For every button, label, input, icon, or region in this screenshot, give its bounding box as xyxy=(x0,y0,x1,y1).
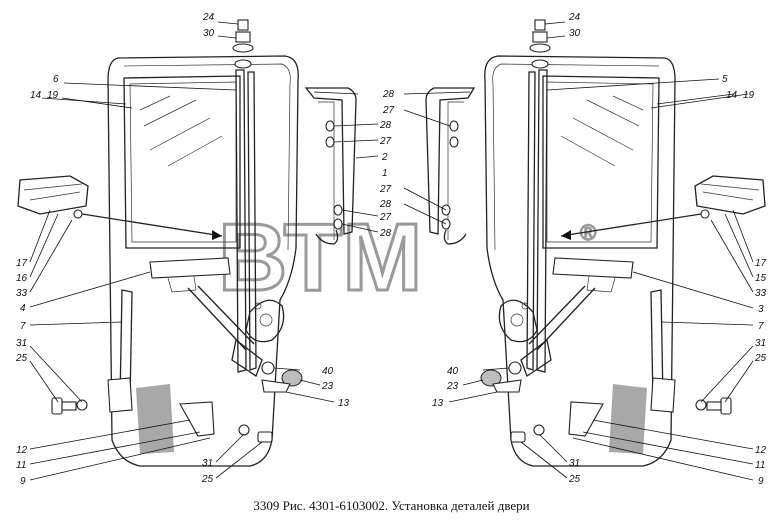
label-28-b: 28 xyxy=(379,120,392,131)
watermark: ВТМ xyxy=(218,204,422,311)
left-door xyxy=(17,19,299,467)
label-28-d: 28 xyxy=(379,228,392,239)
center-right-labels: 40 23 13 31 25 xyxy=(432,366,581,485)
label-25-right: 25 xyxy=(754,353,767,364)
right-door xyxy=(480,19,766,467)
label-40-left: 40 xyxy=(322,366,334,377)
label-27-d: 27 xyxy=(379,212,392,223)
label-27-b: 27 xyxy=(379,136,392,147)
label-2: 2 xyxy=(381,152,388,163)
label-9-left: 9 xyxy=(20,476,26,487)
label-33-left: 33 xyxy=(16,288,28,299)
left-labels: 24 30 6 14 19 17 16 33 4 7 31 25 12 11 9 xyxy=(15,12,215,487)
label-12-right: 12 xyxy=(755,445,767,456)
label-11-right: 11 xyxy=(755,460,765,471)
leader-lines xyxy=(29,21,754,481)
label-30-left: 30 xyxy=(203,28,215,39)
label-25-left: 25 xyxy=(15,353,28,364)
watermark-mark: ® xyxy=(580,220,596,245)
label-19-right: 19 xyxy=(743,90,755,101)
label-31-center-right: 31 xyxy=(569,458,580,469)
label-25-center-left: 25 xyxy=(201,474,214,485)
label-31-center-left: 31 xyxy=(202,458,213,469)
center-left-parts xyxy=(238,361,303,443)
right-labels: 24 30 5 14 19 17 15 33 3 7 31 25 12 11 9 xyxy=(568,12,767,487)
label-7-left: 7 xyxy=(20,321,26,332)
label-40-right: 40 xyxy=(447,366,459,377)
label-14-right: 14 xyxy=(726,90,738,101)
label-27-a: 27 xyxy=(382,105,395,116)
label-31-left: 31 xyxy=(16,338,27,349)
label-3: 3 xyxy=(758,304,764,315)
label-7-right: 7 xyxy=(758,321,764,332)
label-4: 4 xyxy=(20,303,26,314)
strip-labels: 28 27 28 27 2 1 27 28 27 28 xyxy=(379,89,395,239)
label-1: 1 xyxy=(382,168,388,179)
label-5: 5 xyxy=(722,74,728,85)
label-9-right: 9 xyxy=(758,476,764,487)
label-12-left: 12 xyxy=(16,445,28,456)
label-28-a: 28 xyxy=(382,89,395,100)
label-24-right: 24 xyxy=(568,12,581,23)
label-30-right: 30 xyxy=(569,28,581,39)
label-33-right: 33 xyxy=(755,288,767,299)
label-11-left: 11 xyxy=(16,460,26,471)
label-17-right: 17 xyxy=(755,258,767,269)
label-14-left: 14 xyxy=(30,90,42,101)
center-strips xyxy=(304,87,476,245)
label-31-right: 31 xyxy=(755,338,766,349)
label-16: 16 xyxy=(16,273,28,284)
label-6: 6 xyxy=(53,74,59,85)
label-17-left: 17 xyxy=(16,258,28,269)
label-23-right: 23 xyxy=(446,381,459,392)
label-23-left: 23 xyxy=(321,381,334,392)
label-13-left: 13 xyxy=(338,398,350,409)
label-25-center-right: 25 xyxy=(568,474,581,485)
center-left-labels: 40 23 13 31 25 xyxy=(201,366,350,485)
label-24-left: 24 xyxy=(202,12,215,23)
label-27-c: 27 xyxy=(379,184,392,195)
label-19-left: 19 xyxy=(47,90,59,101)
label-15: 15 xyxy=(755,273,767,284)
label-28-c: 28 xyxy=(379,199,392,210)
label-13-right: 13 xyxy=(432,398,444,409)
figure-caption: 3309 Рис. 4301-6103002. Установка детале… xyxy=(253,498,530,513)
